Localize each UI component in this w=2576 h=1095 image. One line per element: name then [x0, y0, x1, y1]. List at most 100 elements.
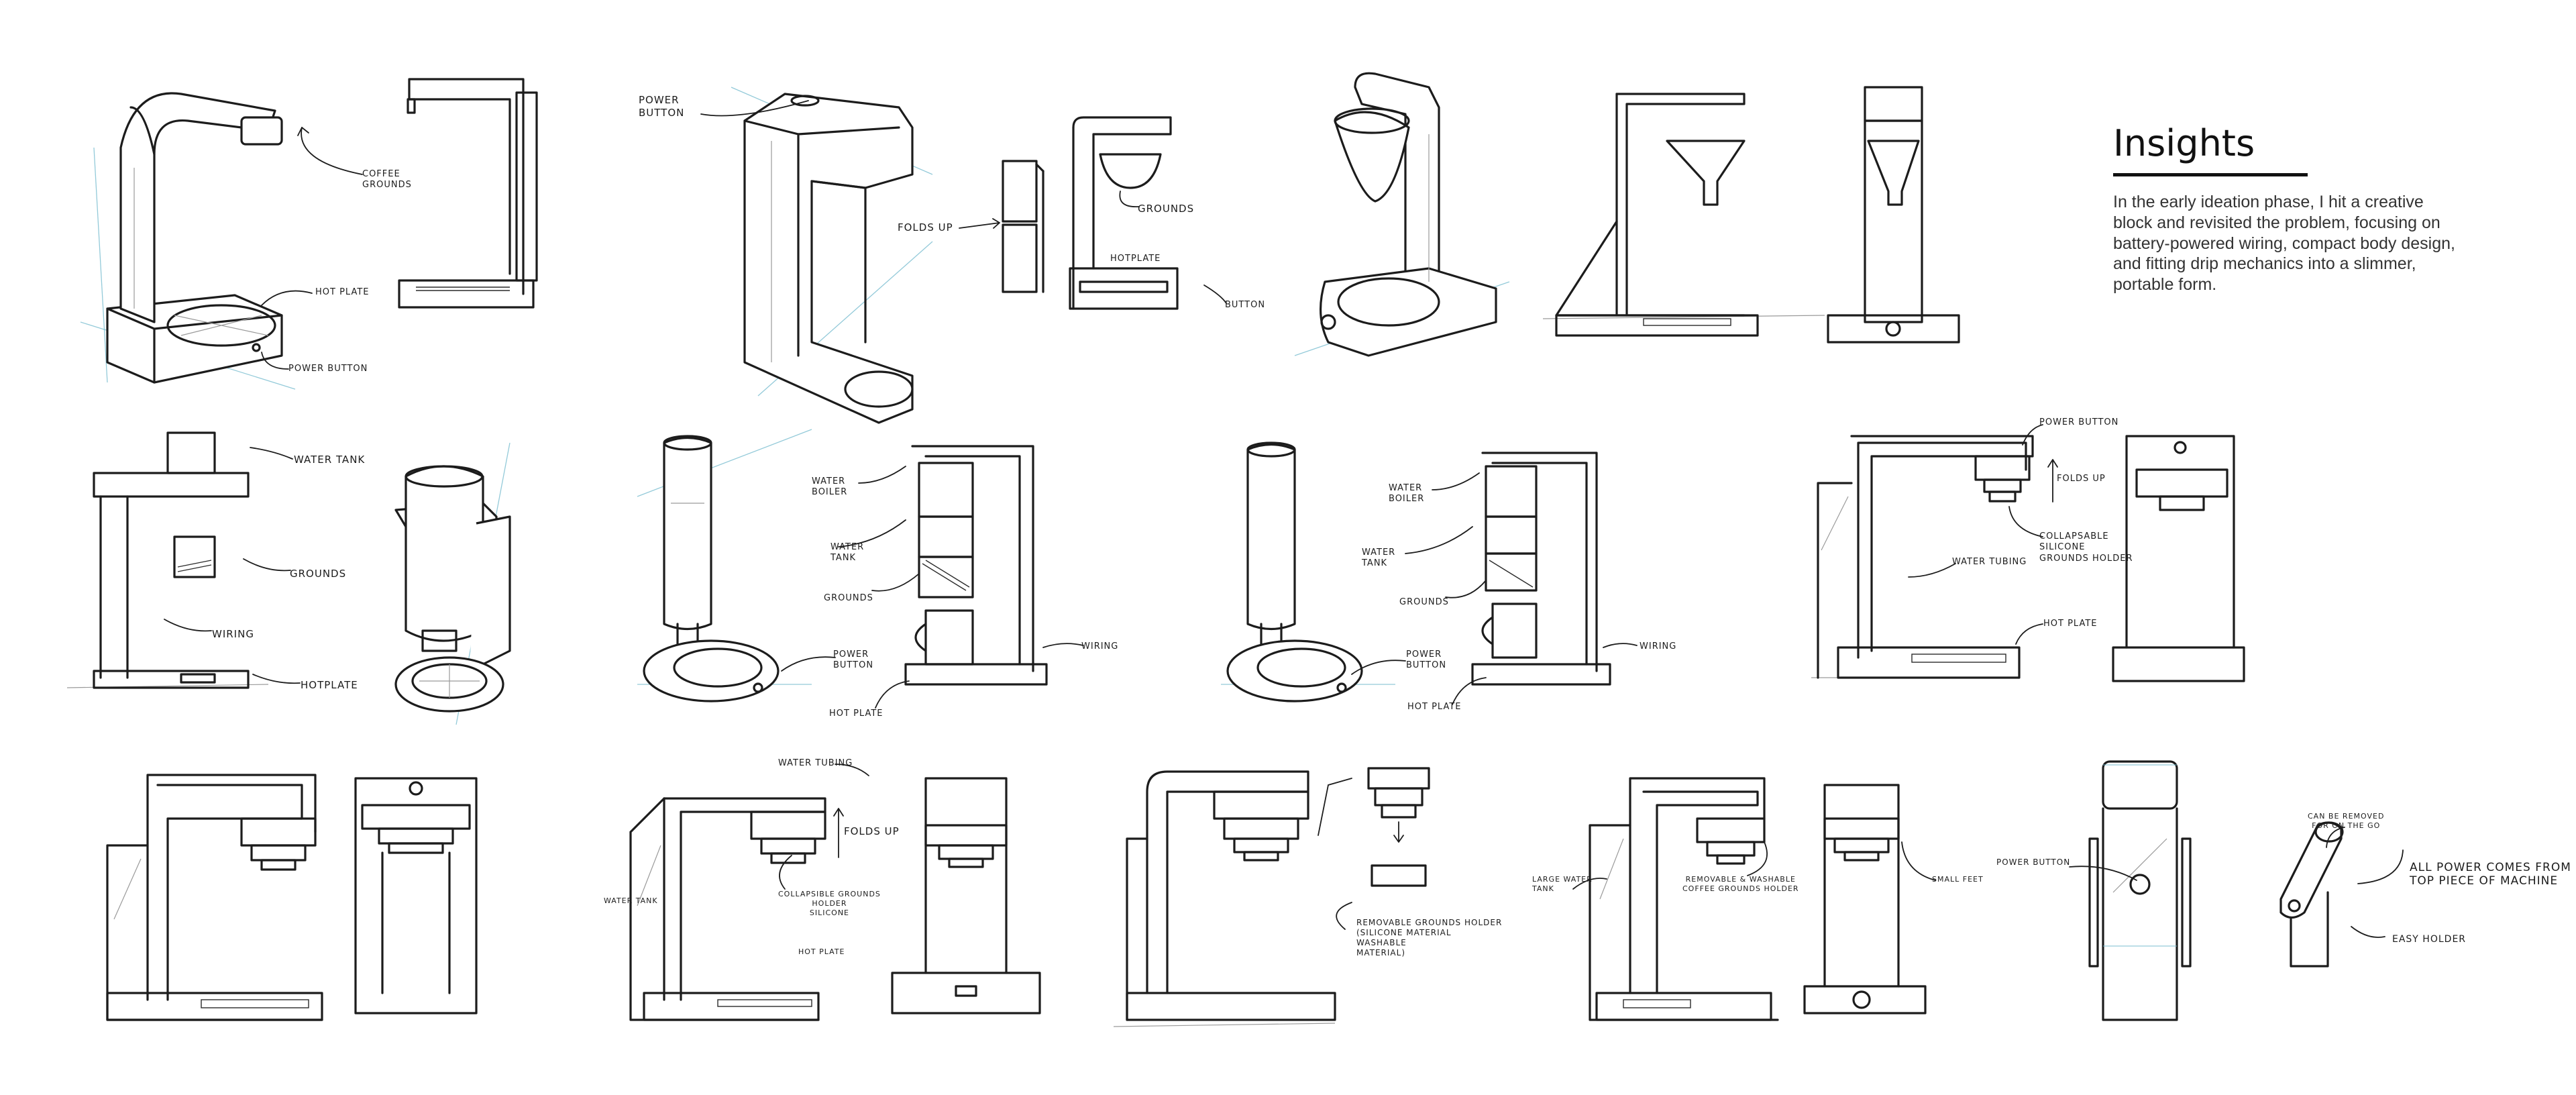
- sketch-removable-holder-side: [1113, 770, 1336, 1027]
- annotation-button: Button: [1225, 300, 1266, 310]
- annotation-power-button-6: Power button: [1996, 857, 2071, 867]
- annotation-collapsable-holder: Collapsable silicone grounds holder: [2039, 531, 2133, 564]
- sketch-folding-hinge-part: [1002, 160, 1044, 293]
- arrow-wiring-3: [1603, 643, 1638, 648]
- annotation-grounds-1: Grounds: [1138, 203, 1195, 215]
- annotation-coffee-grounds: Coffee Grounds: [362, 169, 412, 191]
- arrow-coffee-grounds: [297, 127, 363, 175]
- annotation-folds-up-3: Folds up: [844, 825, 900, 837]
- arrow-wiring-2: [1042, 643, 1084, 648]
- arrow-collapsable-holder: [2008, 506, 2043, 537]
- sketch-portable-holder: [2279, 821, 2344, 968]
- annotation-grounds-4: Grounds: [1399, 597, 1449, 607]
- arrow-hotplate-3: [252, 674, 301, 684]
- arrow-water-tubing-1: [1908, 563, 1956, 578]
- arrow-folds-up-3: [833, 808, 844, 858]
- arrow-removable-holder: [1318, 778, 1352, 836]
- annotation-hot-plate-4: Hot plate: [829, 709, 883, 719]
- arrow-small-feet: [1901, 841, 1936, 881]
- arrow-hot-plate-4: [875, 680, 910, 709]
- arrow-power-button-2: [700, 100, 809, 117]
- annotation-water-tank-1: Water tank: [294, 454, 366, 466]
- annotation-water-boiler-1: Water boiler: [812, 476, 848, 498]
- arrow-water-boiler-1: [858, 466, 906, 484]
- sketch-arched-maker-side: [398, 78, 538, 309]
- sketch-compact-folding-front: [2112, 435, 2245, 682]
- arrow-grounds-2: [243, 558, 291, 572]
- annotation-easy-holder: Easy holder: [2392, 934, 2467, 945]
- annotation-wiring-3: Wiring: [1640, 641, 1677, 651]
- sketch-watertank-side: [66, 431, 269, 689]
- sketch-tank-tower-b: [1221, 441, 1395, 702]
- sketch-compact-folding-side: [1811, 435, 2034, 679]
- arrow-hot-plate-1: [261, 290, 313, 306]
- arrow-removable-holder-2: [1336, 902, 1352, 930]
- arrow-water-boiler-2: [1432, 472, 1480, 490]
- annotation-grounds-2: Grounds: [290, 568, 347, 580]
- arrow-water-tank-3: [1405, 526, 1473, 554]
- sketch-slim-front-a: [354, 777, 478, 1014]
- arrow-hot-plate-6: [2015, 623, 2043, 645]
- annotation-folds-up-1: Folds up: [898, 221, 953, 233]
- sketch-removable-holder-part: [1367, 767, 1430, 887]
- arrow-power-button-4: [1351, 660, 1406, 675]
- arrow-grounds-1: [1119, 191, 1140, 207]
- arrow-water-tank-1: [250, 447, 293, 460]
- annotation-power-button-1: Power button: [288, 364, 368, 374]
- arrow-power-button-6: [2069, 866, 2137, 881]
- annotation-hotplate-2: Hotplate: [1110, 254, 1161, 264]
- sketch-folding-maker-perspective: [731, 87, 933, 424]
- annotation-water-boiler-2: Water boiler: [1389, 483, 1425, 505]
- arrow-water-tubing-2: [835, 764, 869, 776]
- arrow-power-button-1: [261, 352, 289, 370]
- annotation-wiring-1: Wiring: [212, 628, 254, 640]
- sketch-cone-maker-perspective: [1294, 72, 1510, 357]
- arrow-can-be-removed: [2326, 827, 2345, 848]
- annotation-can-be-removed: Can be removed for on the go: [2308, 812, 2385, 830]
- annotation-power-button-4: Power button: [1406, 649, 1447, 671]
- sketch-large-tank-front: [1803, 784, 1927, 1014]
- annotation-water-tubing-1: Water tubing: [1952, 557, 2027, 567]
- sketch-large-tank-side: [1589, 777, 1779, 1021]
- annotation-grounds-3: Grounds: [824, 593, 873, 603]
- arrow-water-tank-2: [838, 519, 906, 548]
- sketch-cylinder-maker: [394, 442, 511, 725]
- arrow-folds-up-1: [959, 218, 1000, 229]
- annotation-power-button-5: Power button: [2039, 417, 2119, 427]
- annotation-hotplate-3: Hotplate: [301, 679, 358, 691]
- arrow-hot-plate-5: [1452, 677, 1487, 705]
- sketch-portable-tube: [2088, 760, 2192, 1021]
- insights-divider: [2113, 173, 2308, 176]
- arrow-power-button-3: [781, 656, 836, 672]
- arrow-wiring-1: [164, 619, 212, 632]
- arrow-grounds-4: [1445, 580, 1487, 598]
- annotation-power-button-2: Power Button: [639, 94, 685, 119]
- annotation-removable-holder-2: Removable & washable coffee grounds hold…: [1682, 875, 1799, 893]
- arrow-power-button-5: [2022, 424, 2043, 446]
- annotation-removable-holder: Removable grounds holder (silicone mater…: [1356, 918, 1503, 957]
- annotation-hot-plate-1: Hot plate: [315, 287, 370, 297]
- arrow-all-power: [2357, 849, 2404, 884]
- sketch-cone-maker-side: [1542, 93, 1825, 337]
- sketch-slim-side-b: [629, 797, 826, 1021]
- sketch-tank-tower-a-side: [904, 445, 1048, 686]
- insights-body: In the early ideation phase, I hit a cre…: [2113, 193, 2455, 294]
- arrow-folds-up-2: [2047, 459, 2058, 503]
- annotation-hot-plate-5: Hot plate: [1407, 702, 1462, 712]
- sketch-tank-tower-b-side: [1471, 452, 1611, 686]
- annotation-water-tubing-2: Water tubing: [778, 758, 853, 768]
- annotation-all-power: All power comes from top piece of machin…: [2410, 861, 2571, 888]
- arrow-collapsible-holder-2: [779, 855, 792, 890]
- annotation-water-tank-2: Water tank: [830, 542, 865, 564]
- annotation-water-tank-3: Water tank: [1362, 548, 1396, 569]
- annotation-folds-up-2: Folds up: [2057, 474, 2106, 484]
- annotation-hot-plate-6: Hot plate: [2043, 619, 2098, 629]
- arrow-large-water-tank: [1572, 878, 1607, 890]
- annotation-hot-plate-7: Hot plate: [798, 947, 845, 956]
- arrow-removable-holder-3: [1747, 841, 1768, 876]
- annotation-power-button-3: Power button: [833, 649, 874, 671]
- arrow-grounds-3: [871, 573, 920, 592]
- annotation-wiring-2: Wiring: [1081, 641, 1119, 651]
- annotation-large-water-tank: Large water tank: [1532, 875, 1593, 893]
- arrow-easy-holder: [2351, 926, 2385, 938]
